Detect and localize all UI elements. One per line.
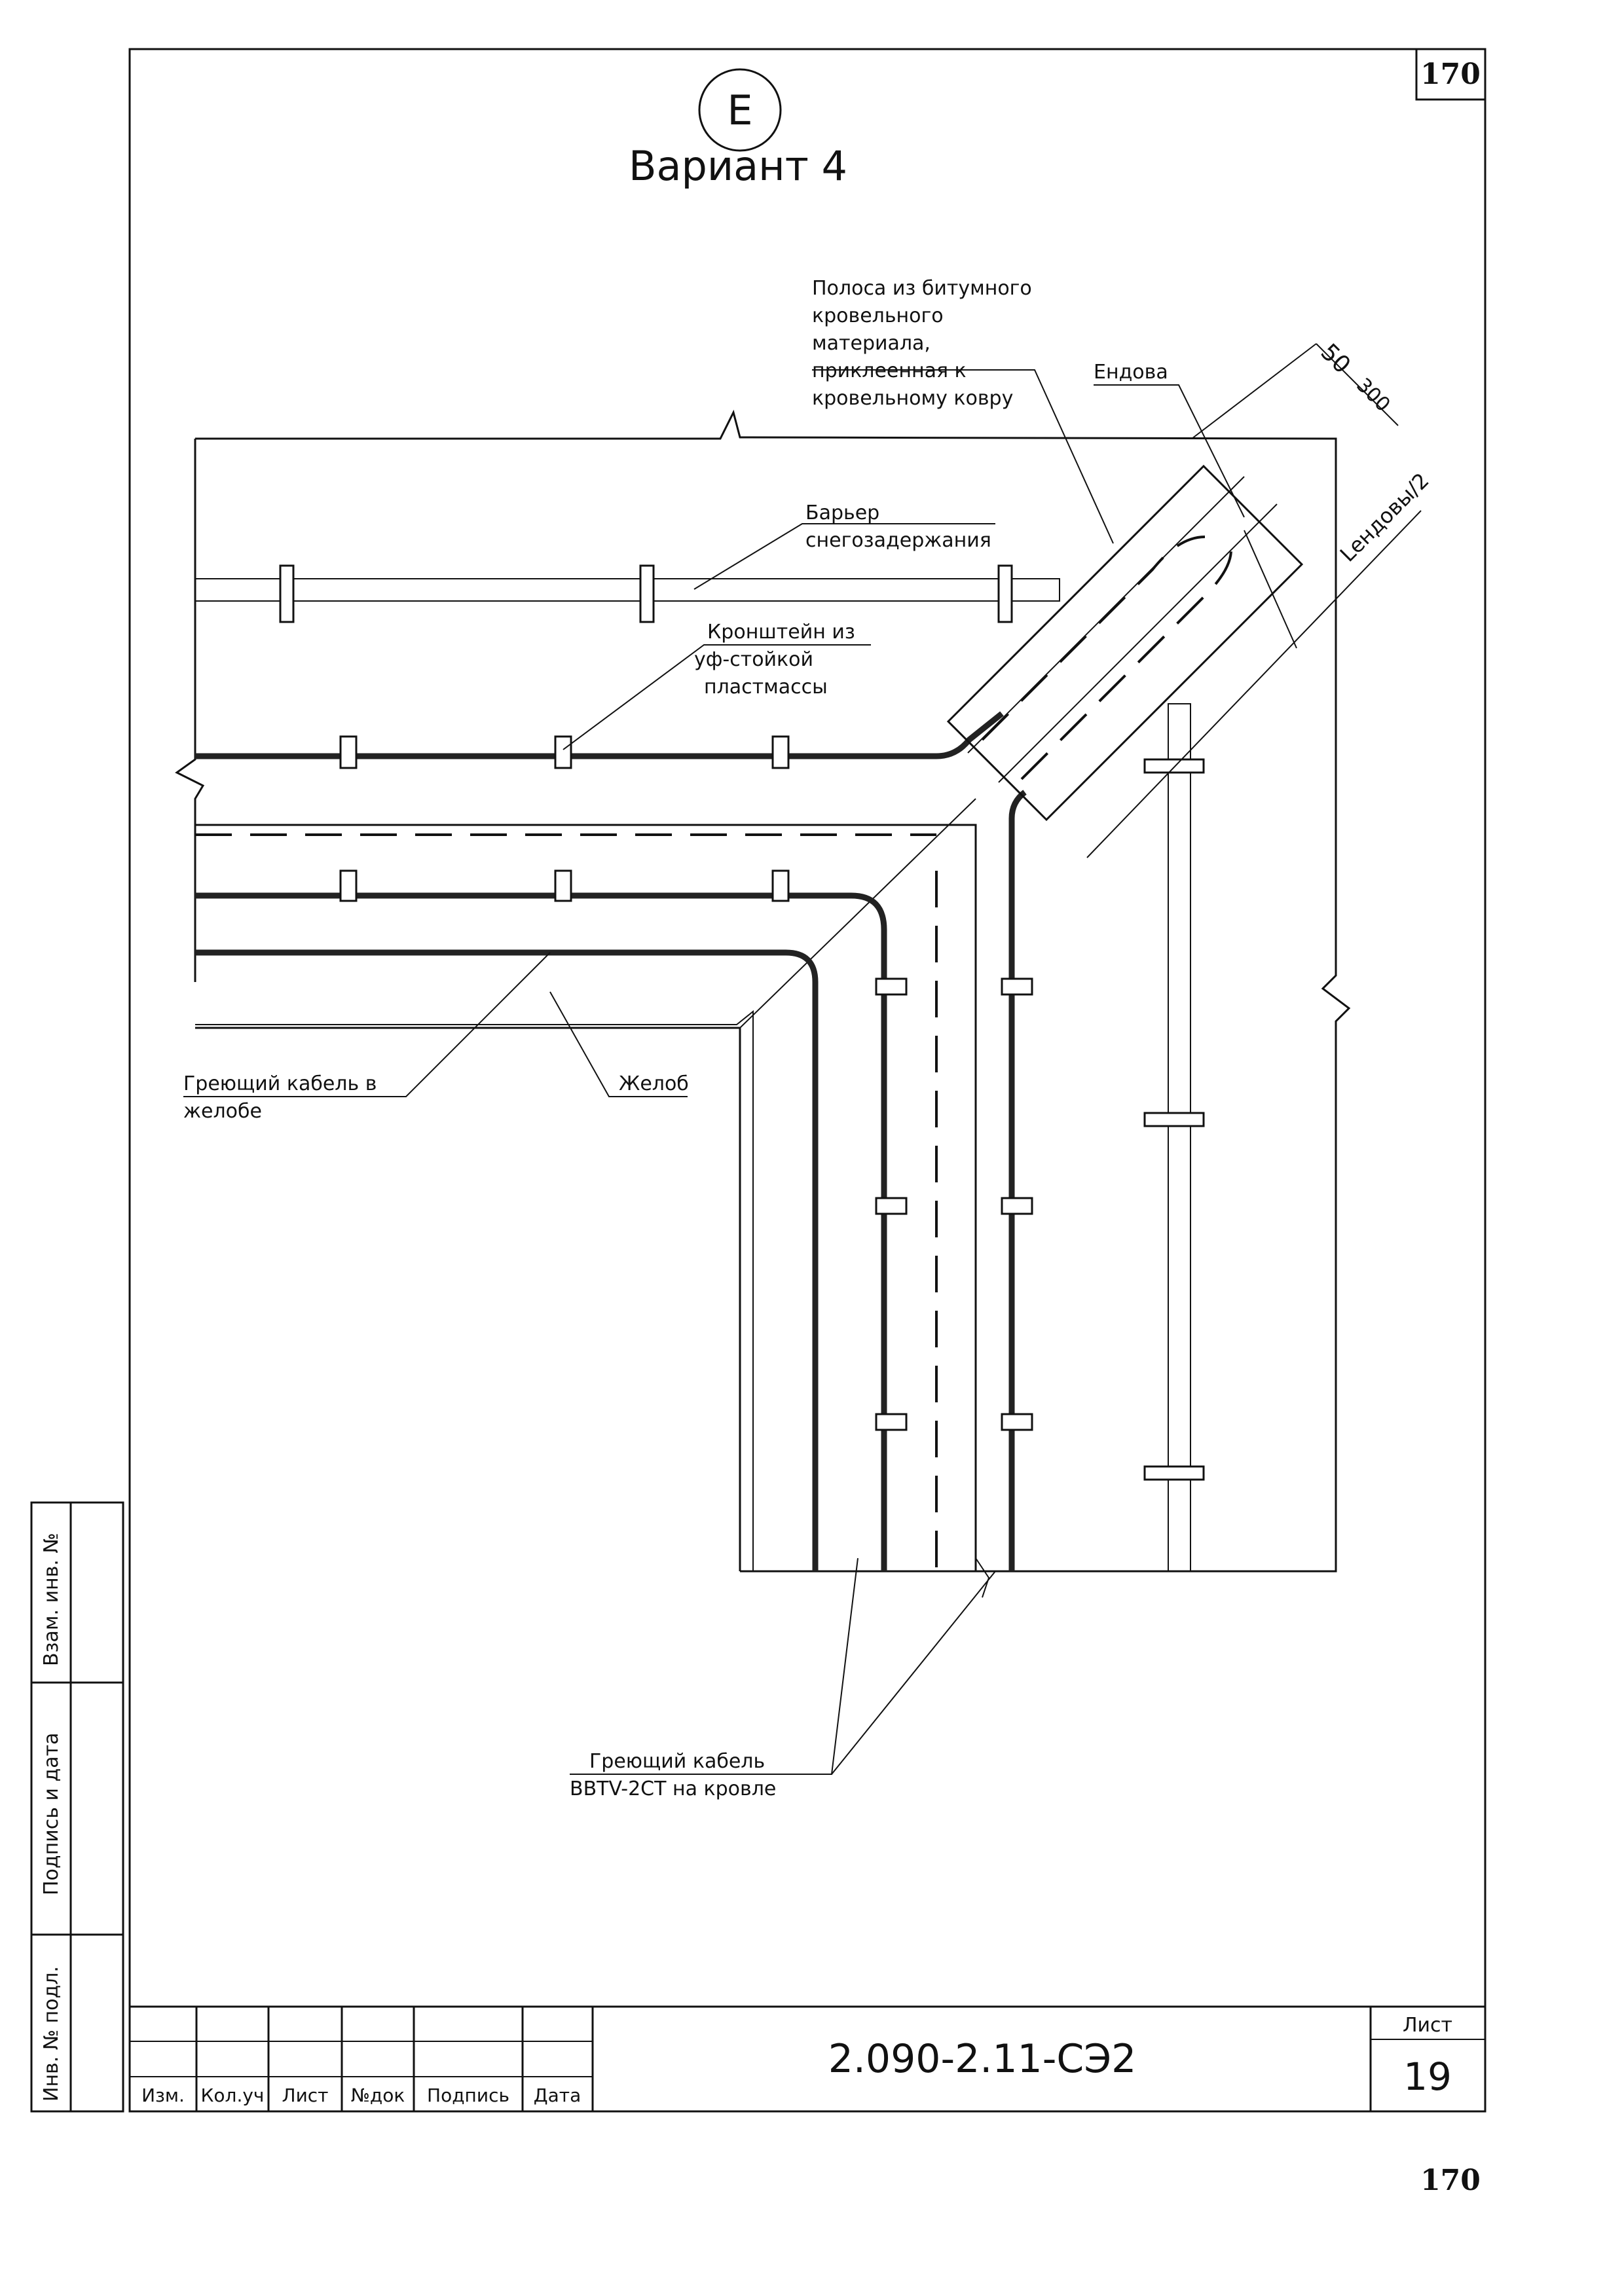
gutter-cable-leader: [183, 952, 551, 1097]
col-data: Дата: [534, 2085, 581, 2106]
cable-bracket: [554, 869, 572, 902]
gutter-cable-inner: [195, 949, 819, 1571]
gutter-inner-edge: [195, 1027, 741, 1571]
stamp-vzam-inv: Взам. инв. №: [40, 1533, 63, 1666]
gutter-leader: [549, 991, 688, 1097]
valley-label: Ендова: [1094, 361, 1168, 384]
valley-cable-loop-b: [1020, 549, 1232, 780]
valley-leader: [1094, 384, 1245, 518]
dimension-line: [1086, 510, 1422, 858]
col-podpis: Подпись: [427, 2085, 509, 2106]
cable-bracket: [875, 977, 908, 996]
cable-bracket: [875, 1413, 908, 1431]
cable-bracket: [771, 869, 790, 902]
gutter-label: Желоб: [619, 1072, 689, 1095]
dimension-valley-half: Lендовы/2: [1335, 468, 1434, 567]
bracket-leader: [563, 644, 871, 750]
col-ndok: №док: [351, 2085, 405, 2106]
barrier-bracket: [1143, 1112, 1205, 1127]
sheet-frame: [128, 48, 1486, 2113]
bracket-label-2: уф-стойкой: [694, 648, 813, 671]
cable-bracket: [339, 735, 358, 769]
dimension-line: [1316, 343, 1350, 377]
strip-label-5: кровельному ковру: [812, 387, 1013, 410]
cable-bracket: [875, 1197, 908, 1215]
cable-bracket: [1001, 1197, 1033, 1215]
snow-barrier-vertical: [1168, 703, 1191, 1572]
dimension-line: [1244, 530, 1297, 649]
cable-bracket: [1001, 1413, 1033, 1431]
page-number-bottom: 170: [1420, 2164, 1481, 2197]
gutter-cable-outer: [195, 892, 887, 1571]
gutter-cable-label-1: Греющий кабель в: [183, 1072, 377, 1095]
barrier-leader: [693, 523, 995, 590]
dimension-line: [1191, 343, 1317, 439]
dimension-50: 50: [1316, 338, 1356, 378]
cable-bracket: [554, 735, 572, 769]
col-list: Лист: [282, 2085, 329, 2106]
strip-leader: [812, 369, 1114, 544]
snow-barrier: [194, 578, 1060, 602]
barrier-bracket: [279, 564, 295, 623]
barrier-bracket: [1143, 758, 1205, 774]
valley-strip-inner: [998, 503, 1278, 783]
document-code: 2.090-2.11-СЭ2: [828, 2036, 1137, 2082]
valley-strip: [946, 464, 1304, 822]
stamp-podpis-data: Подпись и дата: [40, 1733, 63, 1896]
roof-cable-leader-2: [831, 1571, 996, 1775]
gutter-outline: [195, 824, 977, 1571]
gutter-corner-line: [739, 798, 976, 1029]
roof-top-edge: [195, 409, 1351, 1573]
strip-label-4: приклеенная к: [812, 359, 967, 382]
cable-bracket: [1001, 977, 1033, 996]
gutter-inner-parallel: [195, 1010, 754, 1571]
strip-label-3: материала,: [812, 332, 931, 355]
view-marker-letter: E: [727, 86, 752, 134]
page-number-top: 170: [1420, 58, 1481, 91]
barrier-bracket: [1143, 1465, 1205, 1481]
dimension-300: 300: [1352, 374, 1394, 416]
stamp-inv-no: Инв. № подл.: [40, 1966, 63, 2102]
roof-cable-label-1: Греющий кабель: [589, 1750, 765, 1773]
cable-bracket: [771, 735, 790, 769]
strip-label-2: кровельного: [812, 304, 944, 327]
roof-cable-leader: [570, 1558, 858, 1775]
col-kol-uch: Кол.уч: [201, 2085, 265, 2106]
sheet-number: 19: [1403, 2054, 1452, 2099]
dimension-line: [1348, 376, 1399, 426]
barrier-bracket: [639, 564, 655, 623]
strip-label-1: Полоса из битумного: [812, 277, 1032, 300]
valley-cable-loop-a: [981, 536, 1206, 741]
view-marker-circle: [698, 68, 782, 152]
roof-cable-horizontal: [195, 711, 1004, 759]
roof-cable-vertical: [1008, 790, 1027, 1571]
barrier-label-2: снегозадержания: [805, 529, 991, 552]
drawing-title: Вариант 4: [629, 142, 847, 190]
col-izm: Изм.: [141, 2085, 185, 2106]
roof-cable-label-2: BBTV-2CT на кровле: [570, 1777, 776, 1800]
bracket-label-1: Кронштейн из: [707, 621, 855, 644]
gutter-cable-label-2: желобе: [183, 1100, 262, 1123]
page-number-box: [1415, 48, 1486, 101]
barrier-bracket: [997, 564, 1013, 623]
sheet-label: Лист: [1403, 2014, 1452, 2037]
barrier-label-1: Барьер: [805, 501, 879, 524]
side-stamp: [30, 1501, 124, 2113]
cable-bracket: [339, 869, 358, 902]
bracket-label-3: пластмассы: [704, 676, 828, 699]
break-mark: [975, 1558, 990, 1598]
roof-left-edge: [175, 439, 205, 982]
